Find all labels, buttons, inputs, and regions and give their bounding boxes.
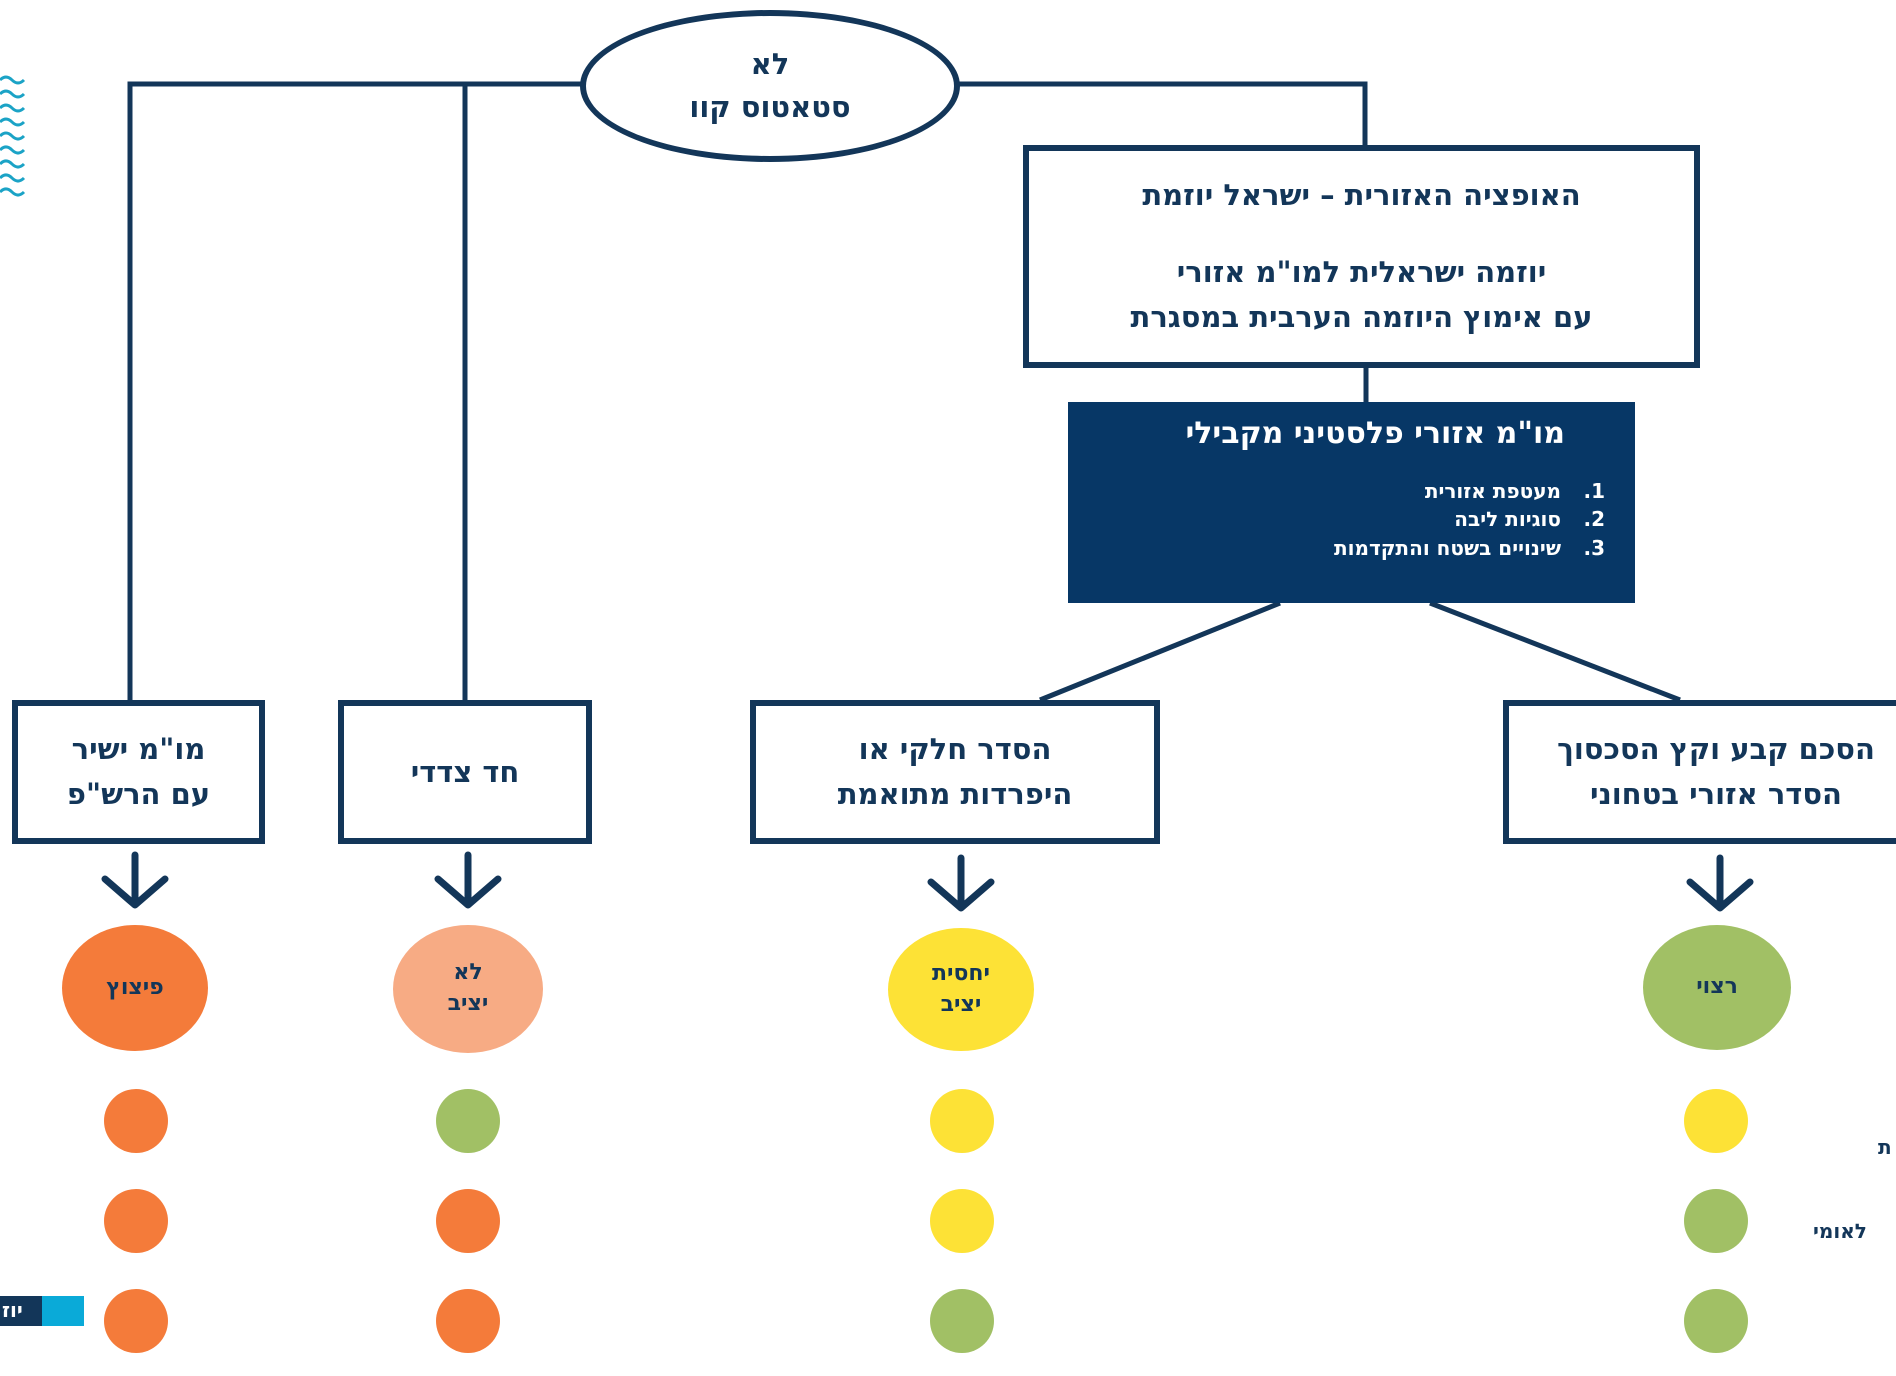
option-partial-arrangement-box: הסדר חלקי או היפרדות מתואמת bbox=[750, 700, 1160, 844]
status-quo-line2: סטאטוס קוו bbox=[689, 90, 851, 124]
palestinian-negotiation-list: 1.מעטפת אזורית 2.סוגיות ליבה 3.שינויים ב… bbox=[1068, 477, 1635, 562]
option-unilateral-box: חד צדדי bbox=[338, 700, 592, 844]
indicator-dot bbox=[930, 1289, 994, 1353]
option-permanent-agreement-box: הסכם קבע וקץ הסכסוך הסדר אזורי בטחוני bbox=[1503, 700, 1896, 844]
status-quo-node: לא סטאטוס קוו bbox=[580, 10, 960, 162]
indicator-dot bbox=[1684, 1189, 1748, 1253]
logo-mark-icon bbox=[0, 75, 26, 197]
option-label: הסדר חלקי או bbox=[858, 732, 1052, 767]
indicator-dot bbox=[436, 1089, 500, 1153]
outcome-relatively-stable: יחסית יציב bbox=[888, 928, 1034, 1051]
arrow-down-icon bbox=[1686, 854, 1754, 912]
regional-option-line2: יוזמה ישראלית למו"מ אזורי bbox=[1176, 255, 1547, 290]
indicator-dot bbox=[104, 1289, 168, 1353]
side-label: לאומי bbox=[1813, 1219, 1867, 1243]
indicator-dot bbox=[930, 1189, 994, 1253]
regional-option-line3: עם אימוץ היוזמה הערבית במסגרת bbox=[1130, 299, 1593, 334]
indicator-dot bbox=[104, 1189, 168, 1253]
option-label: הסדר אזורי בטחוני bbox=[1590, 777, 1842, 811]
regional-option-title: האופציה האזורית – ישראל יוזמת bbox=[1142, 178, 1581, 213]
option-label: הסכם קבע וקץ הסכסוך bbox=[1557, 732, 1875, 767]
option-label: חד צדדי bbox=[410, 754, 520, 789]
indicator-dot bbox=[1684, 1089, 1748, 1153]
outcome-desired: רצוי bbox=[1643, 925, 1791, 1050]
arrow-down-icon bbox=[101, 851, 169, 909]
palestinian-negotiation-box: מו"מ אזורי פלסטיני מקבילי 1.מעטפת אזורית… bbox=[1068, 402, 1635, 603]
connector-palestinian-to-permanent bbox=[1429, 600, 1681, 703]
indicator-dot bbox=[436, 1189, 500, 1253]
list-item: 2.סוגיות ליבה bbox=[1454, 507, 1605, 532]
outcome-unstable: לא יציב bbox=[393, 925, 543, 1053]
indicator-dot bbox=[436, 1289, 500, 1353]
footer-label: יוז bbox=[2, 1298, 23, 1322]
status-quo-line1: לא bbox=[750, 46, 790, 81]
option-label: עם הרש"פ bbox=[66, 777, 211, 811]
connector-top-right bbox=[958, 81, 1368, 145]
indicator-dot bbox=[1684, 1289, 1748, 1353]
option-direct-negotiation-box: מו"מ ישיר עם הרש"פ bbox=[12, 700, 265, 844]
arrow-down-icon bbox=[927, 854, 995, 912]
indicator-dot bbox=[930, 1089, 994, 1153]
indicator-dot bbox=[104, 1089, 168, 1153]
connector-top-left bbox=[127, 81, 582, 700]
regional-option-box: האופציה האזורית – ישראל יוזמת יוזמה ישרא… bbox=[1023, 145, 1700, 368]
outcome-explosion: פיצוץ bbox=[62, 925, 208, 1051]
side-label: ת bbox=[1878, 1135, 1892, 1159]
footer-tag: יוז bbox=[0, 1296, 84, 1326]
palestinian-negotiation-title: מו"מ אזורי פלסטיני מקבילי bbox=[1185, 416, 1565, 451]
arrow-down-icon bbox=[434, 851, 502, 909]
connector-palestinian-to-partial bbox=[1039, 600, 1281, 703]
list-item: 3.שינויים בשטח והתקדמות bbox=[1333, 535, 1605, 560]
option-label: מו"מ ישיר bbox=[71, 732, 206, 767]
list-item: 1.מעטפת אזורית bbox=[1424, 479, 1605, 503]
option-label: היפרדות מתואמת bbox=[837, 777, 1073, 811]
